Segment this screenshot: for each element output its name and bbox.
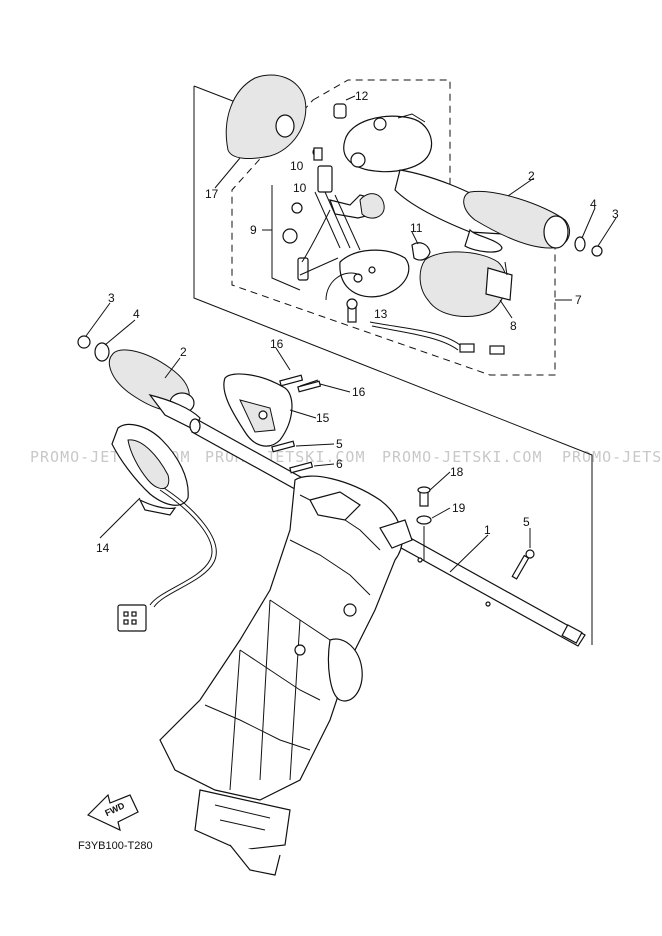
callout-1: 1 [484, 523, 491, 537]
callout-10a: 10 [290, 159, 304, 173]
callout-19: 19 [452, 501, 466, 515]
callout-18: 18 [450, 465, 464, 479]
callout-7: 7 [575, 293, 582, 307]
callout-4-right: 4 [590, 197, 597, 211]
callout-11: 11 [410, 221, 423, 235]
callout-9: 9 [250, 223, 257, 237]
callout-15: 15 [316, 411, 330, 425]
switch-body-8 [419, 228, 513, 319]
diagram-code: F3YB100-T280 [78, 840, 153, 852]
switch-internals [262, 147, 505, 355]
assembly-frame [193, 79, 593, 645]
switch-housing-12 [333, 95, 433, 173]
throttle-lever-14 [99, 423, 217, 632]
grip-left-2 [77, 302, 201, 431]
callout-14: 14 [96, 541, 110, 555]
callout-13: 13 [374, 307, 388, 321]
grip-right-2 [394, 169, 617, 257]
callout-16a: 16 [270, 337, 284, 351]
callout-3-left: 3 [108, 291, 115, 305]
callout-5-lower: 5 [523, 515, 530, 529]
callout-2-right: 2 [528, 169, 535, 183]
callout-3-right: 3 [612, 207, 619, 221]
callout-4-left: 4 [133, 307, 140, 321]
switch-cover-17 [214, 74, 307, 189]
fwd-arrow-icon: FWD [86, 793, 139, 832]
bolt-washer-18-19 [416, 471, 451, 560]
callout-16b: 16 [352, 385, 366, 399]
callout-5-upper: 5 [336, 437, 343, 451]
watermark-3: PROMO-JETSKI.COM [382, 448, 543, 466]
steering-column [159, 475, 413, 876]
callout-6: 6 [336, 457, 343, 471]
left-housing-15 [223, 347, 351, 447]
callout-2-left: 2 [180, 345, 187, 359]
callout-12: 12 [355, 89, 369, 103]
watermark-4: PROMO-JETSKI.COM [562, 448, 662, 466]
callout-17: 17 [205, 187, 219, 201]
callout-10b: 10 [293, 181, 307, 195]
callout-8: 8 [510, 319, 517, 333]
callout-labels: 12 10 10 17 2 4 3 9 11 7 8 13 3 4 2 16 1… [96, 89, 619, 555]
